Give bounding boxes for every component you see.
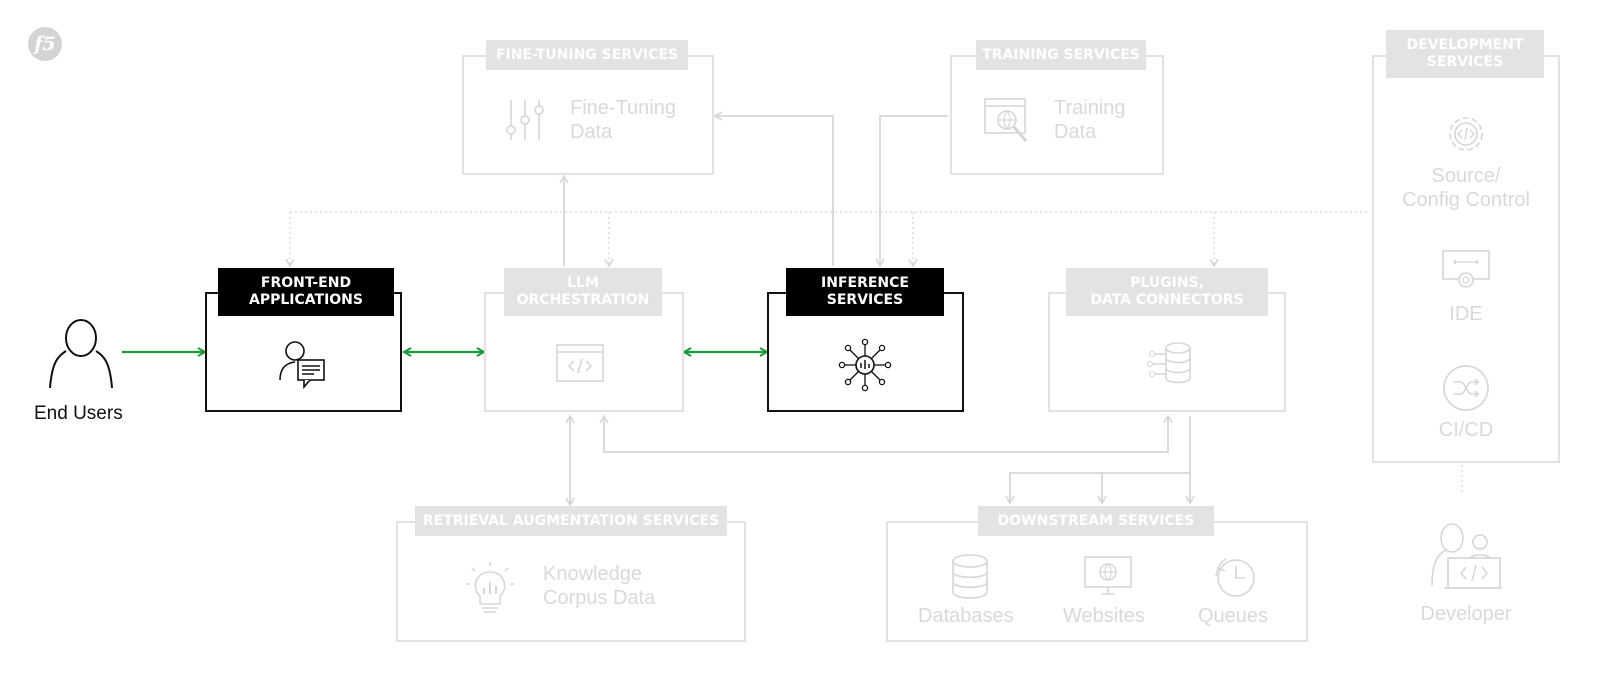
queue-clock-icon [1215,558,1255,597]
fine-tuning-header: FINE-TUNING SERVICES [486,40,688,70]
user-chat-icon [279,341,325,390]
queues-label: Queues [1198,605,1269,627]
developer-label: Developer [1420,603,1512,625]
end-users-label: End Users [34,403,123,424]
llm-orchestration-header: LLM ORCHESTRATION [504,268,662,316]
web-search-icon [984,98,1028,142]
training-data-label: Training Data [1054,97,1126,143]
developer-icon [1431,523,1502,589]
ide-label: IDE [1449,303,1483,325]
fine-tuning-data-label: Fine-Tuning Data [570,97,676,143]
downstream-header: DOWNSTREAM SERVICES [978,506,1214,536]
ide-icon [1442,250,1490,288]
source-config-control-label: Source/ Config Control [1402,165,1530,211]
code-gear-icon [1449,117,1483,151]
front-end-header: FRONT-END APPLICATIONS [218,268,394,316]
retrieval-header: RETRIEVAL AUGMENTATION SERVICES [415,506,727,536]
retrieval-box[interactable] [396,521,746,642]
ci-cd-icon [1443,365,1489,411]
websites-label: Websites [1063,605,1145,627]
f5-logo: f5 [28,27,62,61]
training-header: TRAINING SERVICES [976,40,1146,70]
databases-label: Databases [918,605,1014,627]
fine-tuning-box[interactable] [462,55,714,175]
inference-services-header: INFERENCE SERVICES [786,268,944,316]
development-header: DEVELOPMENT SERVICES [1386,30,1544,78]
website-icon [1084,556,1132,595]
downstream-box[interactable] [886,521,1308,642]
database-icon [952,554,988,599]
lightbulb-chart-icon [466,562,514,613]
sliders-icon [506,100,544,140]
data-connector-icon [1147,342,1191,384]
ai-network-icon [838,338,892,392]
ci-cd-label: CI/CD [1438,419,1494,441]
end-user-icon [49,319,113,389]
knowledge-corpus-label: Knowledge Corpus Data [543,563,656,609]
code-window-icon [556,344,604,382]
plugins-header: PLUGINS, DATA CONNECTORS [1066,268,1268,316]
